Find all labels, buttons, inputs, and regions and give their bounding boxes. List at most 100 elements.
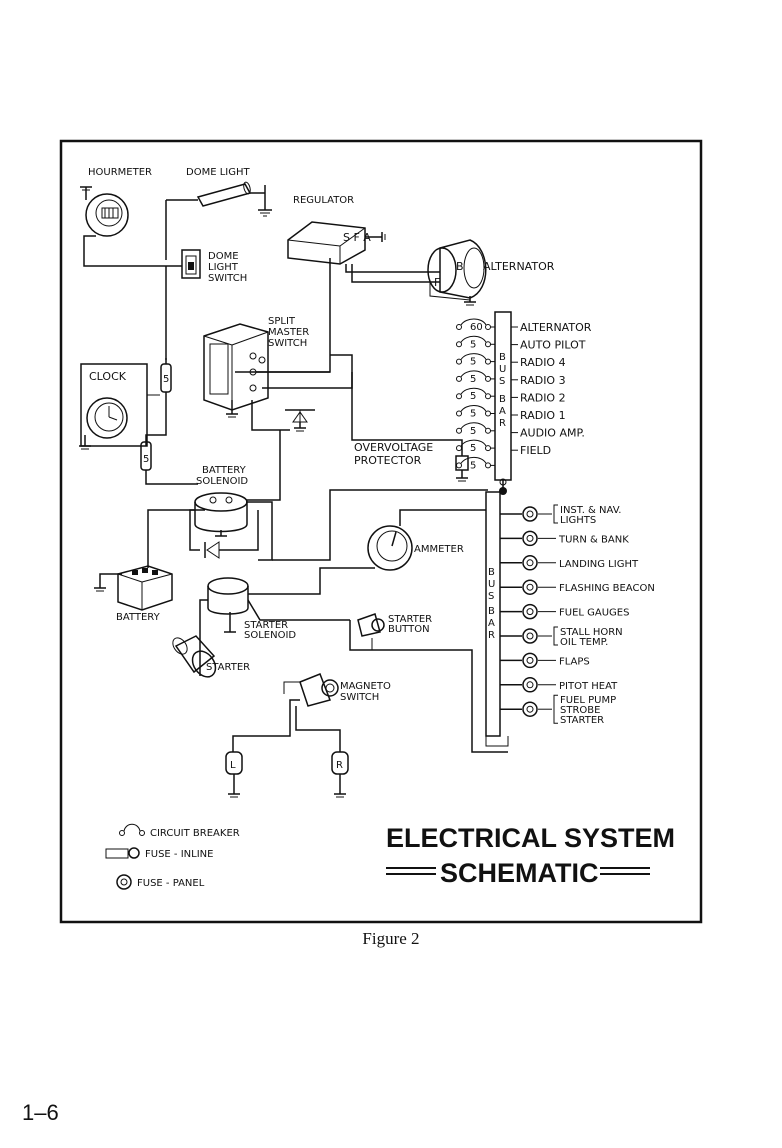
ammeter-label: AMMETER [414,544,464,555]
dome-switch-label-3: SWITCH [208,273,247,284]
lower-bus-bar: B U S B A R [485,491,509,747]
regulator: REGULATOR S F A [287,195,386,265]
upper-circuit-label: FIELD [520,444,551,457]
upper-breaker: 5 [456,353,495,368]
fuse-lower-label: 5 [143,454,149,465]
alternator-terminal-b: B [456,260,464,273]
upper-breaker-rating: 5 [470,391,476,402]
split-master-label-1: SPLIT [268,316,296,327]
legend-fuse-panel: FUSE - PANEL [116,874,205,890]
upper-circuit: FIELD [511,444,551,457]
upper-bus-letter-u: U [499,364,506,375]
upper-breaker-rating: 5 [470,339,476,350]
lower-circuit-label: LIGHTS [560,515,596,526]
lower-circuit-label: LANDING LIGHT [559,559,639,570]
lower-circuit: PITOT HEAT [500,677,618,693]
dome-switch-label-2: LIGHT [208,262,239,273]
starter-motor: STARTER [172,635,250,678]
lower-circuit-label: FUEL GAUGES [559,608,629,619]
hourmeter: HOURMETER [80,167,152,237]
fuse-upper-label: 5 [163,374,169,385]
split-master-label-3: SWITCH [268,338,307,349]
lower-circuit-label: FLAPS [559,656,590,667]
upper-bus-letter-r: R [499,418,506,429]
magneto-right: R [331,751,349,798]
upper-breaker-rating: 5 [470,374,476,385]
battery-label: BATTERY [116,612,161,623]
fuse-upper: 5 [160,358,172,400]
lower-bus-letter-b2: B [488,606,495,617]
upper-circuit-group: ALTERNATOR AUTO PILOT RADIO 4 RADIO 3 RADIO … [511,321,592,457]
page-number: 1–6 [22,1100,59,1125]
clock-label: CLOCK [89,370,127,383]
ammeter: AMMETER [367,525,464,571]
upper-circuit-label: AUDIO AMP. [520,427,585,440]
upper-breaker: 5 [456,335,495,350]
regulator-label: REGULATOR [293,195,354,206]
magneto-right-label: R [336,760,343,771]
upper-breaker-rating: 5 [470,460,476,471]
legend-fuse-panel-label: FUSE - PANEL [137,878,205,889]
figure-caption: Figure 2 [362,929,420,948]
lower-circuit-label: FLASHING BEACON [559,583,655,594]
lower-circuit-group: INST. & NAV.LIGHTS TURN & BANK LANDING LIG… [500,504,655,726]
upper-circuit: RADIO 1 [511,409,566,422]
upper-circuit-label: AUTO PILOT [520,339,586,352]
legend-fuse-inline: FUSE - INLINE [105,847,213,860]
starter-solenoid-label-1: STARTER [244,620,288,631]
upper-breaker: 60 [456,318,495,333]
upper-circuit: RADIO 4 [511,356,566,369]
electrical-schematic: HOURMETER DOME LIGHT REGULATOR S F A [59,139,703,924]
upper-circuit: ALTERNATOR [511,321,592,334]
upper-circuit: RADIO 2 [511,391,566,404]
legend: CIRCUIT BREAKER FUSE - INLINE FUSE - PAN… [105,823,240,890]
lower-circuit: FLAPS [500,652,590,669]
lower-bus-letter-b: B [488,567,495,578]
lower-circuit-label: STROBE [560,705,600,716]
lower-bus-letter-r: R [488,630,495,641]
alternator: B F ALTERNATOR [427,239,555,306]
lower-circuit-label: STARTER [560,715,604,726]
starter-button-label-2: BUTTON [388,624,430,635]
clock: CLOCK [79,363,148,450]
upper-bus-letter-s: S [499,376,505,387]
upper-bus-letter-b2: B [499,394,506,405]
hourmeter-label: HOURMETER [88,167,152,178]
upper-bus-bar: B U S B A R [494,311,512,481]
starter-button: STARTER BUTTON [357,613,432,637]
upper-bus-letter-b: B [499,352,506,363]
upper-circuit-label: RADIO 4 [520,356,566,369]
magneto-label-1: MAGNETO [340,681,391,692]
magneto-left: L [225,751,243,798]
legend-fuse-inline-label: FUSE - INLINE [145,849,213,860]
dome-light: DOME LIGHT [165,167,272,260]
regulator-terminals: S F A [343,231,371,244]
upper-circuit-label: RADIO 1 [520,409,566,422]
lower-circuit: LANDING LIGHT [500,555,639,571]
title-line-2: SCHEMATIC [440,858,599,888]
upper-breaker-rating: 5 [470,357,476,368]
lower-circuit: INST. & NAV.LIGHTS [500,504,621,526]
lower-circuit: TURN & BANK [500,530,629,547]
magneto-left-label: L [230,760,236,771]
lower-bus-letter-s: S [488,591,494,602]
upper-breaker: 5 [456,387,495,402]
starter-solenoid: STARTER SOLENOID [207,577,296,641]
upper-breaker-rating: 5 [470,409,476,420]
lower-circuit-label: INST. & NAV. [560,505,621,516]
dome-light-label: DOME LIGHT [186,167,250,178]
magneto-switch: MAGNETO SWITCH [299,673,391,707]
upper-circuit-label: RADIO 2 [520,391,566,404]
dome-switch-label-1: DOME [208,251,239,262]
lower-circuit-label: PITOT HEAT [559,681,618,692]
lower-bus-letter-u: U [488,579,495,590]
upper-circuit: RADIO 3 [511,374,566,387]
upper-circuit-label: ALTERNATOR [520,321,592,334]
title-line-1: ELECTRICAL SYSTEM [386,823,675,853]
upper-circuit: AUTO PILOT [511,339,586,352]
upper-circuit-label: RADIO 3 [520,374,566,387]
upper-breaker-rating: 5 [470,426,476,437]
